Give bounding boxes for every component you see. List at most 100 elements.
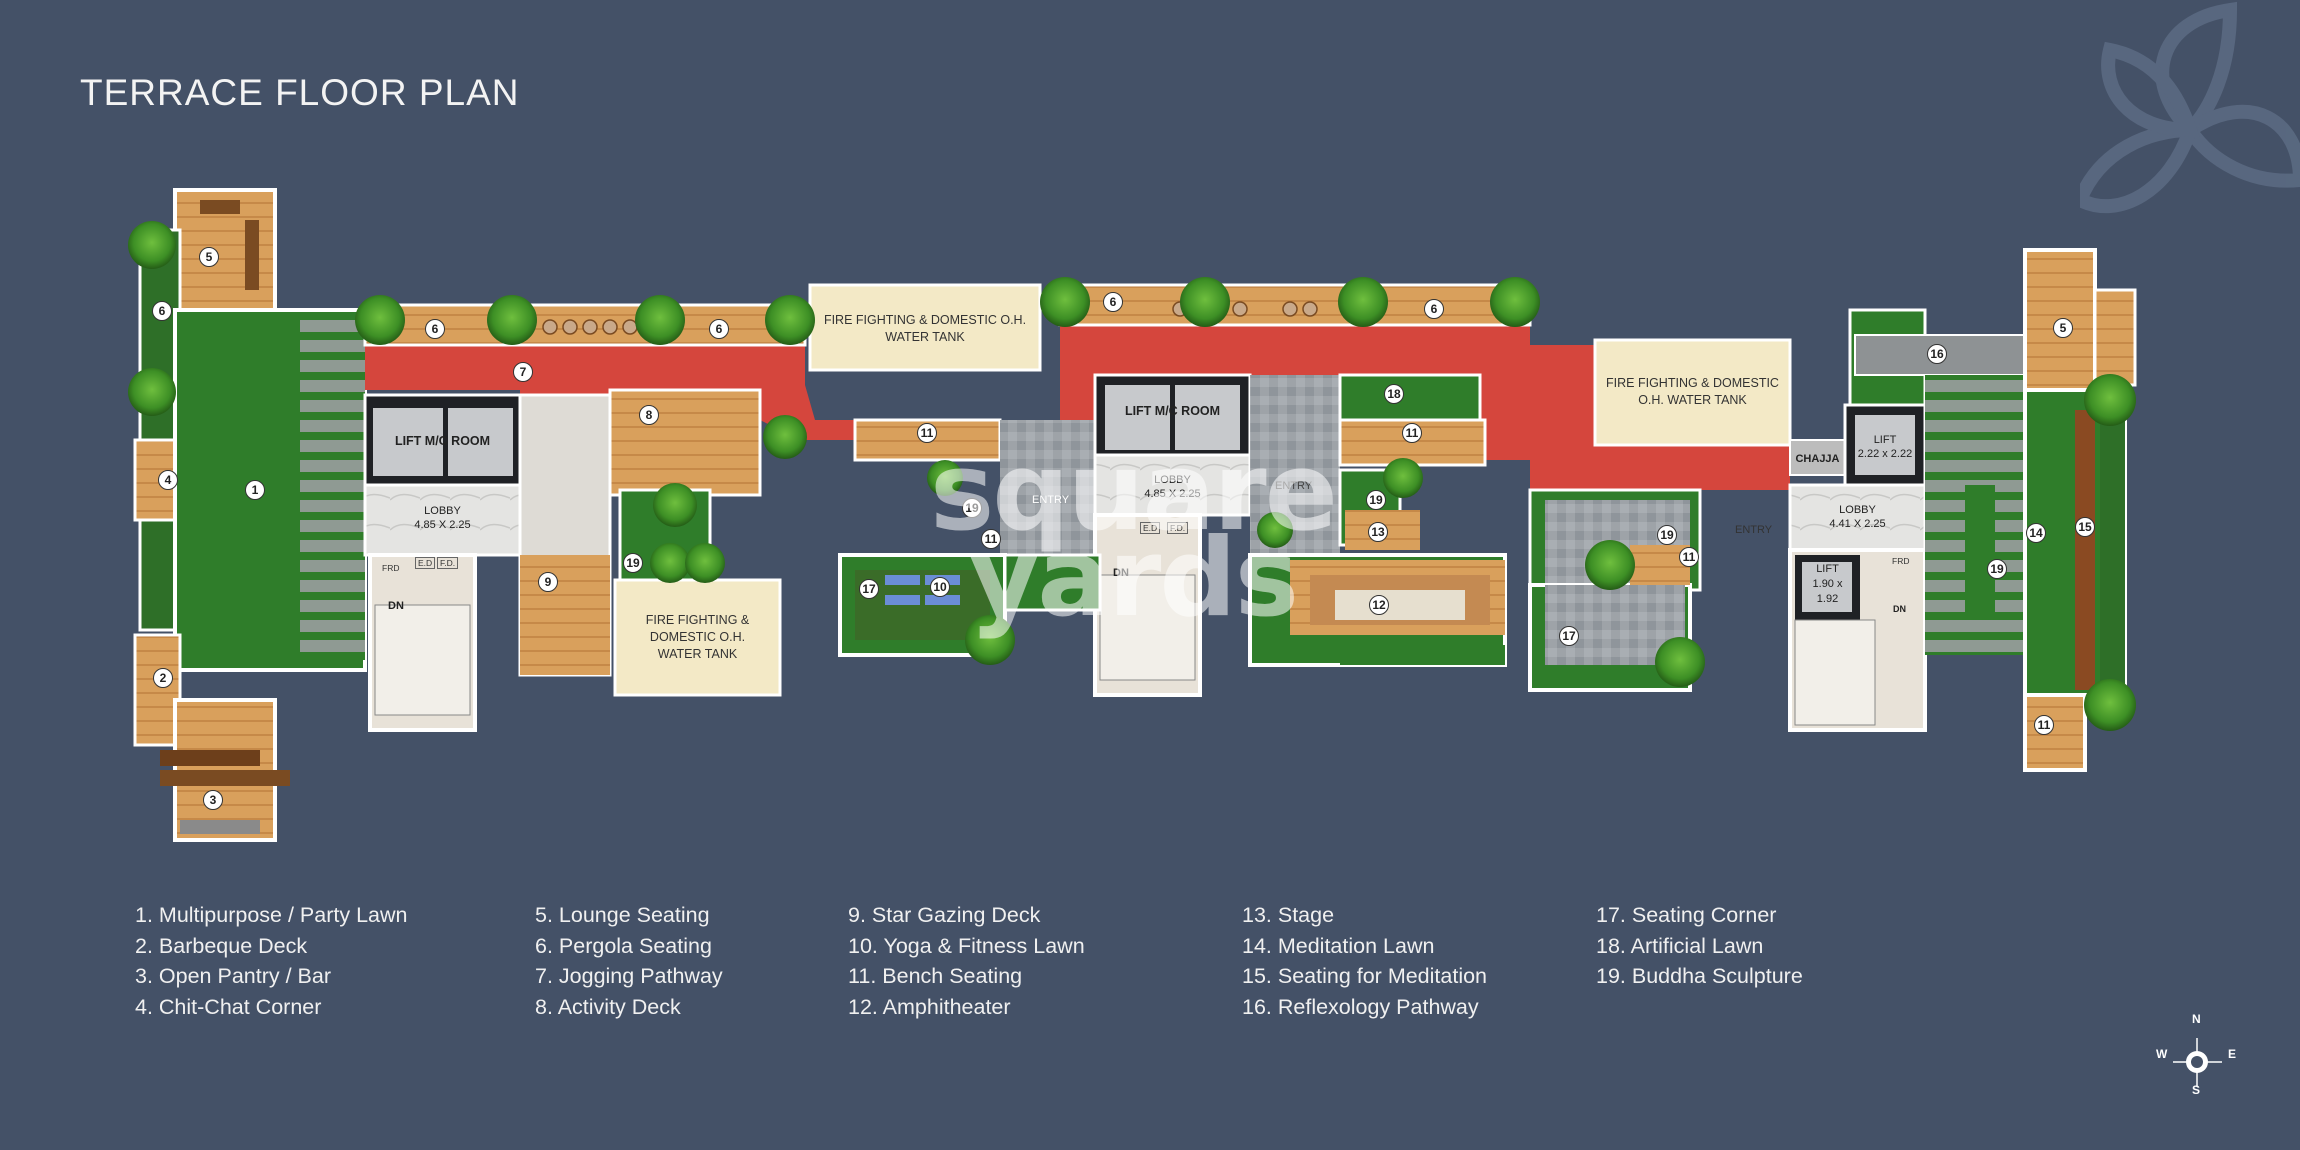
compass-e: E xyxy=(2228,1047,2237,1061)
lobby-2-label: LOBBY 4.85 X 2.25 xyxy=(1095,473,1250,501)
entry-label-2: ENTRY xyxy=(1275,480,1313,492)
plan-marker: 1 xyxy=(245,480,265,500)
lobby-2-line2: 4.85 X 2.25 xyxy=(1144,488,1201,500)
legend-item: 9. Star Gazing Deck xyxy=(848,903,1041,927)
legend-item: 4. Chit-Chat Corner xyxy=(135,994,322,1019)
legend-item: 1. Multipurpose / Party Lawn xyxy=(135,903,408,927)
lobby-3-line2: 4.41 X 2.25 xyxy=(1829,518,1886,530)
plan-marker: 17 xyxy=(1559,626,1579,646)
legend-col-4: 13. Stage 14. Meditation Lawn 15. Seatin… xyxy=(1242,900,1487,1022)
plan-marker: 4 xyxy=(158,470,178,490)
dn-label-2: DN xyxy=(1113,567,1129,579)
plan-marker: 17 xyxy=(859,579,879,599)
plan-marker: 11 xyxy=(1402,423,1422,443)
water-tank-1-label: FIRE FIGHTING & DOMESTIC O.H. WATER TANK xyxy=(810,312,1040,346)
plan-marker: 19 xyxy=(1987,559,2007,579)
entry-label-3: ENTRY xyxy=(1735,524,1773,536)
water-tank-3 xyxy=(613,578,782,697)
plan-marker: 18 xyxy=(1384,384,1404,404)
watermark-line1: square xyxy=(930,430,1338,555)
plan-marker: 6 xyxy=(152,301,172,321)
legend-item: 12. Amphitheater xyxy=(848,994,1011,1019)
lift-room-1-label: LIFT M/C ROOM xyxy=(394,434,491,448)
plan-marker: 19 xyxy=(962,498,982,518)
plan-marker: 19 xyxy=(623,553,643,573)
water-tank-3-label: FIRE FIGHTING & DOMESTIC O.H. WATER TANK xyxy=(615,612,780,663)
legend-item: 18. Artificial Lawn xyxy=(1596,933,1764,958)
lobby-3-label: LOBBY 4.41 X 2.25 xyxy=(1790,503,1925,531)
lift-4-line3: 1.92 xyxy=(1816,593,1839,605)
lobby-1-label: LOBBY 4.85 X 2.25 xyxy=(365,504,520,532)
trees xyxy=(128,221,2136,731)
legend-col-3: 9. Star Gazing Deck 10. Yoga & Fitness L… xyxy=(848,900,1085,1022)
plan-marker: 12 xyxy=(1369,595,1389,615)
plan-marker: 6 xyxy=(1103,292,1123,312)
lobby-3-line1: LOBBY xyxy=(1839,504,1876,516)
plan-marker: 11 xyxy=(981,529,1001,549)
water-tank-2-label: FIRE FIGHTING & DOMESTIC O.H. WATER TANK xyxy=(1595,375,1790,409)
lobby-1-line1: LOBBY xyxy=(424,505,461,517)
plan-marker: 19 xyxy=(1366,490,1386,510)
plan-marker: 19 xyxy=(1657,525,1677,545)
plan-marker: 7 xyxy=(513,362,533,382)
legend-item: 11. Bench Seating xyxy=(848,964,1023,988)
legend-item: 2. Barbeque Deck xyxy=(135,933,308,958)
legend-item: 13. Stage xyxy=(1242,903,1335,927)
plan-marker: 15 xyxy=(2075,517,2095,537)
watermark-line2: yards xyxy=(968,516,1299,641)
plan-marker: 5 xyxy=(2053,318,2073,338)
legend-col-5: 17. Seating Corner 18. Artificial Lawn 1… xyxy=(1596,900,1803,992)
entry-label-1: ENTRY xyxy=(1032,494,1070,506)
legend-col-1: 1. Multipurpose / Party Lawn 2. Barbeque… xyxy=(135,900,407,1022)
plan-marker: 14 xyxy=(2026,523,2046,543)
fd-label-1: F.D. xyxy=(437,557,459,569)
plan-marker: 6 xyxy=(709,319,729,339)
left-wing xyxy=(133,188,367,842)
compass-n: N xyxy=(2192,1012,2201,1026)
legend-item: 16. Reflexology Pathway xyxy=(1242,994,1479,1019)
frd-label-1: FRD xyxy=(382,563,400,573)
lift-4-label: LIFT 1.90 x 1.92 xyxy=(1795,562,1860,607)
water-tank-3-line2: DOMESTIC O.H. xyxy=(649,630,746,644)
legend-item: 15. Seating for Meditation xyxy=(1242,964,1488,988)
legend-item: 17. Seating Corner xyxy=(1596,903,1777,927)
dn-label-1: DN xyxy=(388,600,404,612)
plan-marker: 3 xyxy=(203,790,223,810)
plan-marker: 2 xyxy=(153,668,173,688)
watermark: square yards xyxy=(930,430,1338,641)
plan-marker: 9 xyxy=(538,572,558,592)
lobby-2-line1: LOBBY xyxy=(1154,474,1191,486)
plan-marker: 11 xyxy=(1679,547,1699,567)
compass-s: S xyxy=(2192,1083,2201,1097)
legend-item: 19. Buddha Sculpture xyxy=(1596,964,1803,988)
lift-3-line2: 2.22 x 2.22 xyxy=(1857,448,1913,460)
water-tank-1-line2: WATER TANK xyxy=(885,330,965,344)
plan-marker: 16 xyxy=(1927,344,1947,364)
plan-marker: 11 xyxy=(917,423,937,443)
frd-label-2: FRD xyxy=(1892,556,1910,566)
legend-item: 5. Lounge Seating xyxy=(535,903,710,927)
ed-label-1: E.D xyxy=(415,557,436,569)
legend-item: 3. Open Pantry / Bar xyxy=(135,964,331,988)
compass-w: W xyxy=(2156,1047,2168,1061)
legend-item: 6. Pergola Seating xyxy=(535,933,712,958)
lift-room-2-label: LIFT M/C ROOM xyxy=(1124,404,1221,418)
ed-label-2: E.D xyxy=(1140,522,1161,534)
legend-item: 8. Activity Deck xyxy=(535,994,681,1019)
lobby-1-line2: 4.85 X 2.25 xyxy=(414,519,471,531)
plan-marker: 8 xyxy=(639,405,659,425)
legend-item: 14. Meditation Lawn xyxy=(1242,933,1435,958)
water-tank-2 xyxy=(1593,338,1792,447)
legend-col-2: 5. Lounge Seating 6. Pergola Seating 7. … xyxy=(535,900,723,1022)
legend-item: 10. Yoga & Fitness Lawn xyxy=(848,933,1085,958)
lift-4-line1: LIFT xyxy=(1816,563,1839,575)
plan-marker: 13 xyxy=(1368,522,1388,542)
plan-marker: 6 xyxy=(1424,299,1444,319)
water-tank-2-line2: O.H. WATER TANK xyxy=(1638,393,1747,407)
plan-marker: 6 xyxy=(425,319,445,339)
lift-4-line2: 1.90 x xyxy=(1812,578,1843,590)
lift-3-label: LIFT 2.22 x 2.22 xyxy=(1845,433,1925,461)
page-title: TERRACE FLOOR PLAN xyxy=(80,72,520,113)
water-tank-3-line3: WATER TANK xyxy=(657,647,738,661)
